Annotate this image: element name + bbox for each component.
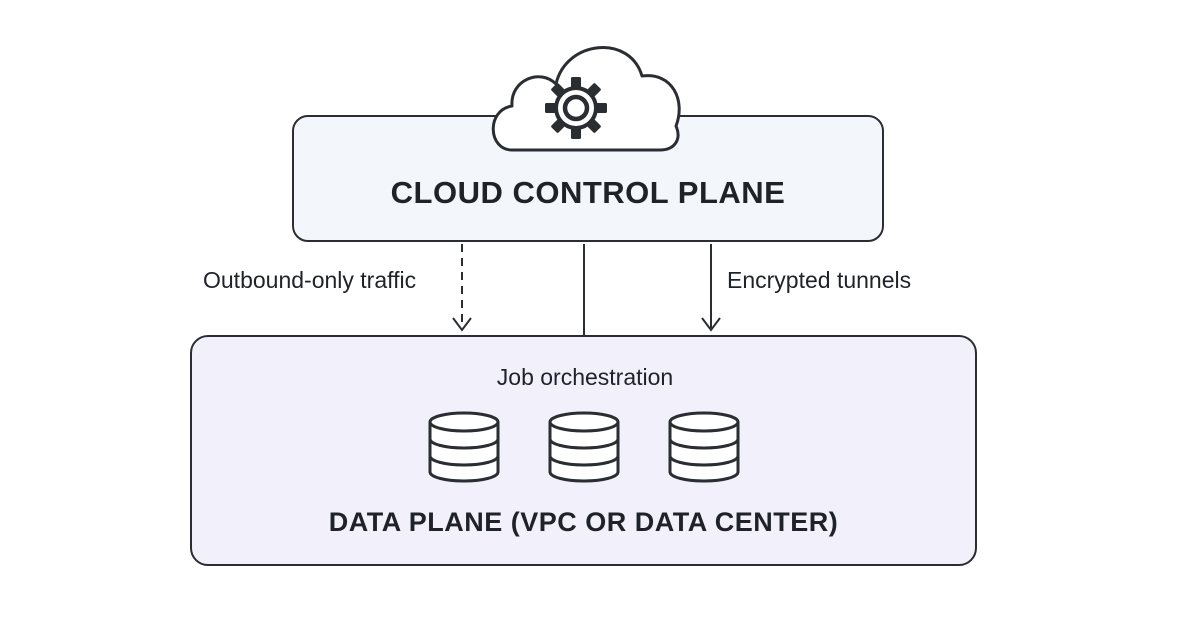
encrypted-arrowhead (701, 317, 721, 332)
outbound-arrowhead (452, 317, 472, 332)
gear-icon (545, 77, 607, 139)
job-orchestration-label: Job orchestration (430, 363, 740, 391)
cloud-gear-icon (491, 46, 681, 152)
control-plane-title: CLOUD CONTROL PLANE (390, 175, 786, 210)
database-icon (428, 411, 500, 483)
database-icon (668, 411, 740, 483)
outbound-traffic-label: Outbound-only traffic (203, 267, 417, 293)
encrypted-tunnels-label: Encrypted tunnels (727, 267, 912, 293)
data-plane-title: DATA PLANE (VPC OR DATA CENTER) (328, 507, 839, 537)
database-icon (548, 411, 620, 483)
